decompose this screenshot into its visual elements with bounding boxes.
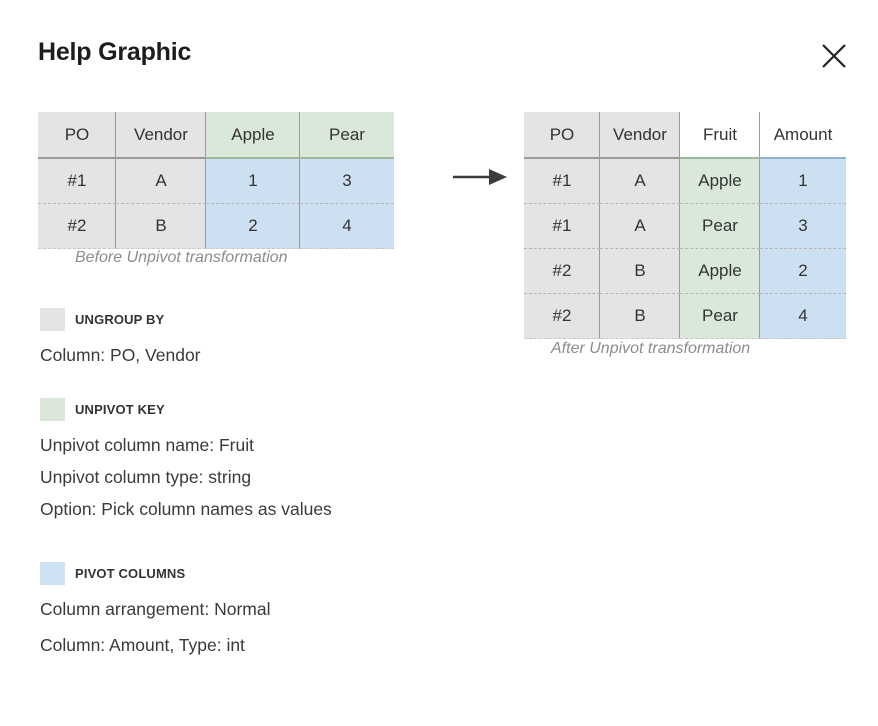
cell-pear: 4 xyxy=(300,203,394,249)
cell-pear: 3 xyxy=(300,158,394,204)
cell-po: #2 xyxy=(524,248,600,294)
before-table: PO Vendor Apple Pear #1 A 1 3 #2 B 2 4 xyxy=(38,112,394,249)
legend-detail-line: Column: Amount, Type: int xyxy=(40,635,245,655)
after-table: PO Vendor Fruit Amount #1 A Apple 1 #1 A… xyxy=(524,112,846,339)
legend-detail-line: Option: Pick column names as values xyxy=(40,499,332,519)
cell-po: #1 xyxy=(524,203,600,249)
cell-apple: 2 xyxy=(206,203,300,249)
before-caption: Before Unpivot transformation xyxy=(75,249,288,266)
table-row: #2 B Apple 2 xyxy=(524,248,846,294)
legend-detail-line: Column arrangement: Normal xyxy=(40,599,271,619)
cell-po: #2 xyxy=(38,203,116,249)
pivot-columns-swatch-icon xyxy=(40,561,65,585)
cell-vendor: B xyxy=(600,248,680,294)
cell-amount: 3 xyxy=(760,203,846,249)
unpivot-key-swatch-icon xyxy=(40,397,65,421)
header-cell-pear: Pear xyxy=(300,112,394,159)
cell-vendor: A xyxy=(600,203,680,249)
table-row: #1 A Pear 3 xyxy=(524,203,846,249)
cell-vendor: A xyxy=(116,158,206,204)
legend-detail-line: Column: PO, Vendor xyxy=(40,345,201,365)
header-cell-fruit: Fruit xyxy=(680,112,760,159)
table-row: #1 A Apple 1 xyxy=(524,158,846,204)
page-title: Help Graphic xyxy=(38,38,192,66)
header-cell-apple: Apple xyxy=(206,112,300,159)
arrow-right-icon xyxy=(453,166,509,188)
legend-header: UNPIVOT KEY xyxy=(40,397,332,421)
cell-vendor: B xyxy=(600,293,680,339)
table-row: #1 A 1 3 xyxy=(38,158,394,204)
legend-group-unpivot-key: UNPIVOT KEY Unpivot column name: Fruit U… xyxy=(40,397,332,520)
cell-amount: 4 xyxy=(760,293,846,339)
legend-detail-line: Unpivot column name: Fruit xyxy=(40,435,254,455)
after-caption: After Unpivot transformation xyxy=(551,340,751,357)
legend-group-ungroup-by: UNGROUP BY Column: PO, Vendor xyxy=(40,307,201,366)
legend-header: UNGROUP BY xyxy=(40,307,201,331)
cell-amount: 1 xyxy=(760,158,846,204)
header-cell-po: PO xyxy=(524,112,600,159)
cell-vendor: B xyxy=(116,203,206,249)
cell-amount: 2 xyxy=(760,248,846,294)
cell-vendor: A xyxy=(600,158,680,204)
cell-po: #2 xyxy=(524,293,600,339)
close-button[interactable] xyxy=(818,40,850,72)
cell-fruit: Apple xyxy=(680,158,760,204)
cell-po: #1 xyxy=(38,158,116,204)
legend-title: UNPIVOT KEY xyxy=(75,401,165,417)
legend-title: UNGROUP BY xyxy=(75,311,165,327)
legend-title: PIVOT COLUMNS xyxy=(75,565,186,581)
cell-apple: 1 xyxy=(206,158,300,204)
header-cell-amount: Amount xyxy=(760,112,846,159)
legend-header: PIVOT COLUMNS xyxy=(40,561,271,585)
legend-group-pivot-columns: PIVOT COLUMNS Column arrangement: Normal… xyxy=(40,561,271,656)
cell-fruit: Pear xyxy=(680,293,760,339)
close-icon xyxy=(819,41,849,71)
header-cell-po: PO xyxy=(38,112,116,159)
table-row: #2 B Pear 4 xyxy=(524,293,846,339)
unpivot-diagram: PO Vendor Apple Pear #1 A 1 3 #2 B 2 4 B… xyxy=(38,112,846,357)
table-header-row: PO Vendor Fruit Amount xyxy=(524,112,846,159)
header-cell-vendor: Vendor xyxy=(600,112,680,159)
table-header-row: PO Vendor Apple Pear xyxy=(38,112,394,159)
header-cell-vendor: Vendor xyxy=(116,112,206,159)
legend-detail-line: Unpivot column type: string xyxy=(40,467,252,487)
dialog-header: Help Graphic xyxy=(0,0,878,100)
cell-po: #1 xyxy=(524,158,600,204)
ungroup-by-swatch-icon xyxy=(40,307,65,331)
cell-fruit: Apple xyxy=(680,248,760,294)
table-row: #2 B 2 4 xyxy=(38,203,394,249)
cell-fruit: Pear xyxy=(680,203,760,249)
